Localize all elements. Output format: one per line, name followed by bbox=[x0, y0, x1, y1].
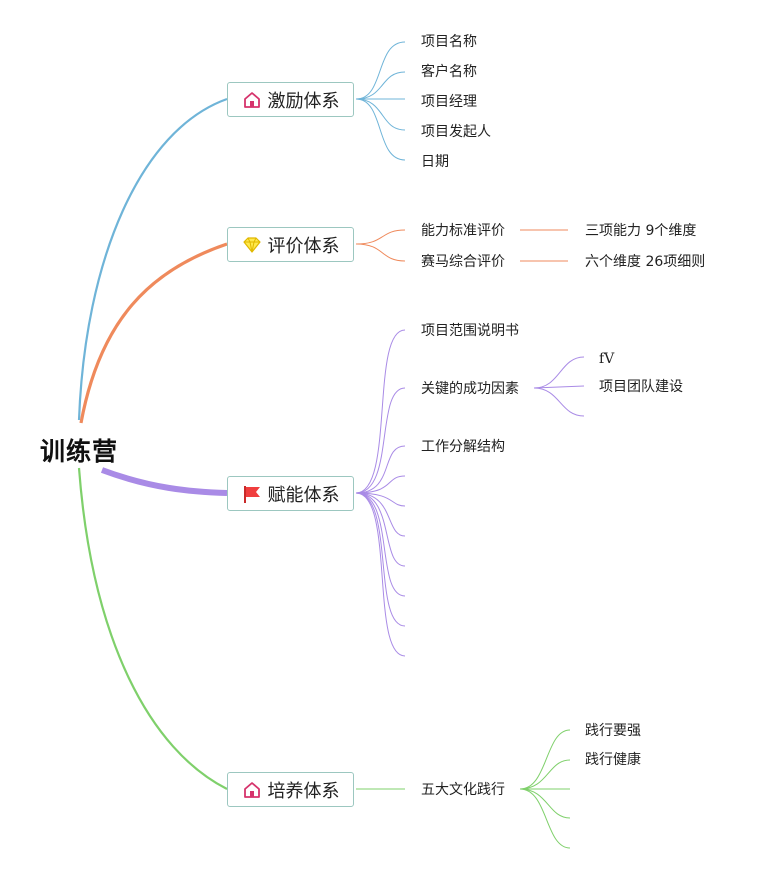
leaf-detail[interactable]: 六个维度 26项细则 bbox=[585, 254, 706, 270]
root-link-incentive bbox=[77, 97, 228, 421]
leaf-item[interactable]: 关键的成功因素 bbox=[421, 381, 519, 397]
leaf-item[interactable]: 项目发起人 bbox=[421, 124, 491, 140]
root-link-train bbox=[77, 467, 228, 790]
leaf-item[interactable]: 日期 bbox=[421, 154, 449, 170]
house-icon bbox=[242, 90, 262, 110]
leaf-detail[interactable]: 三项能力 9个维度 bbox=[585, 223, 697, 239]
flag-icon bbox=[242, 484, 262, 504]
house-icon bbox=[242, 780, 262, 800]
root-link-evaluation bbox=[79, 242, 228, 424]
branch-label: 培养体系 bbox=[267, 780, 340, 802]
branch-empower[interactable]: 赋能体系 bbox=[227, 476, 354, 511]
leaf-subitem[interactable]: 践行健康 bbox=[585, 752, 641, 768]
branch-train[interactable]: 培养体系 bbox=[227, 772, 354, 807]
leaf-item[interactable]: 赛马综合评价 bbox=[421, 254, 505, 270]
leaf-item[interactable]: 项目经理 bbox=[421, 94, 477, 110]
evaluation-links bbox=[355, 229, 568, 262]
branch-label: 评价体系 bbox=[267, 235, 340, 257]
incentive-links bbox=[355, 41, 406, 161]
root-node[interactable]: 训练营 bbox=[40, 437, 119, 466]
branch-evaluation[interactable]: 评价体系 bbox=[227, 227, 354, 262]
train-links bbox=[356, 729, 571, 849]
empower-links bbox=[355, 329, 585, 657]
leaf-item[interactable]: 项目范围说明书 bbox=[421, 323, 519, 339]
leaf-item[interactable]: 五大文化践行 bbox=[421, 782, 505, 798]
branch-label: 激励体系 bbox=[267, 90, 340, 112]
leaf-item[interactable]: 项目名称 bbox=[421, 34, 477, 50]
leaf-item[interactable]: 工作分解结构 bbox=[421, 439, 505, 455]
root-link-empower bbox=[100, 467, 228, 496]
leaf-item[interactable]: 客户名称 bbox=[421, 64, 477, 80]
leaf-subitem[interactable]: 项目团队建设 bbox=[599, 379, 683, 395]
leaf-subitem[interactable]: fV bbox=[599, 351, 615, 367]
diamond-icon bbox=[242, 235, 262, 255]
branch-incentive[interactable]: 激励体系 bbox=[227, 82, 354, 117]
branch-label: 赋能体系 bbox=[267, 484, 340, 506]
leaf-subitem[interactable]: 践行要强 bbox=[585, 723, 641, 739]
leaf-item[interactable]: 能力标准评价 bbox=[421, 223, 505, 239]
